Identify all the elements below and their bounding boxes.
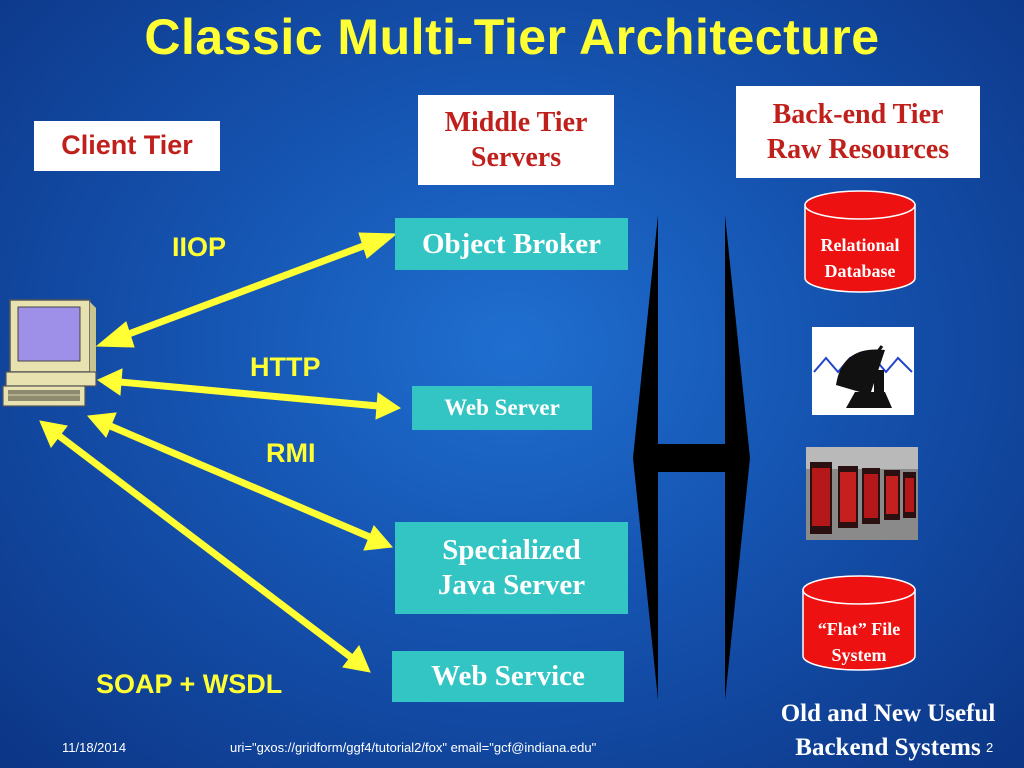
backend-tier-line2: Raw Resources — [766, 134, 950, 165]
flat-line2: System — [831, 645, 887, 666]
flat-line1: “Flat” File — [817, 619, 901, 639]
soap-arrow — [39, 420, 371, 673]
rmi-label: RMI — [266, 438, 316, 468]
http-label: HTTP — [250, 352, 321, 382]
soap-wsdl-label: SOAP + WSDL — [96, 669, 283, 699]
middle-tier-line1: Middle Tier — [444, 107, 588, 138]
relational-line1: Relational — [820, 235, 900, 255]
satellite-dish-icon — [812, 327, 914, 415]
http-arrow — [96, 368, 402, 420]
supercomputer-icon — [806, 447, 918, 540]
relational-database-label: Relational Database — [805, 232, 915, 284]
slide-title: Classic Multi-Tier Architecture — [144, 9, 880, 65]
caption-line2: Backend Systems — [795, 733, 981, 761]
client-tier-label: Client Tier — [34, 121, 220, 171]
rmi-arrow — [87, 412, 393, 551]
page-number: 2 — [986, 740, 994, 755]
backend-tier-line1: Back-end Tier — [772, 99, 944, 130]
caption-line1: Old and New Useful — [780, 700, 996, 727]
footer-date: 11/18/2014 — [62, 740, 127, 755]
flat-file-system-label: “Flat” File System — [803, 616, 915, 668]
client-computer-icon — [2, 299, 97, 407]
flat-file-system-icon — [802, 575, 916, 671]
iiop-label: IIOP — [172, 232, 227, 262]
specialized-java-server-box: Specialized Java Server — [395, 522, 628, 614]
middle-tier-label: Middle Tier Servers — [418, 95, 614, 185]
web-server-box: Web Server — [412, 386, 592, 430]
backend-tier-label: Back-end Tier Raw Resources — [736, 86, 980, 178]
web-service-box: Web Service — [392, 651, 624, 702]
middleware-double-arrow — [633, 215, 750, 700]
relational-database-icon — [804, 190, 916, 293]
relational-line2: Database — [824, 261, 896, 282]
specialized-line1: Specialized — [442, 534, 581, 567]
specialized-line2: Java Server — [437, 569, 586, 601]
middle-tier-line2: Servers — [470, 142, 562, 173]
backend-systems-caption: Old and New Useful Backend Systems — [752, 697, 1024, 765]
iiop-arrow — [95, 232, 398, 348]
object-broker-box: Object Broker — [395, 218, 628, 270]
footer-uri: uri="gxos://gridform/ggf4/tutorial2/fox"… — [230, 740, 597, 755]
